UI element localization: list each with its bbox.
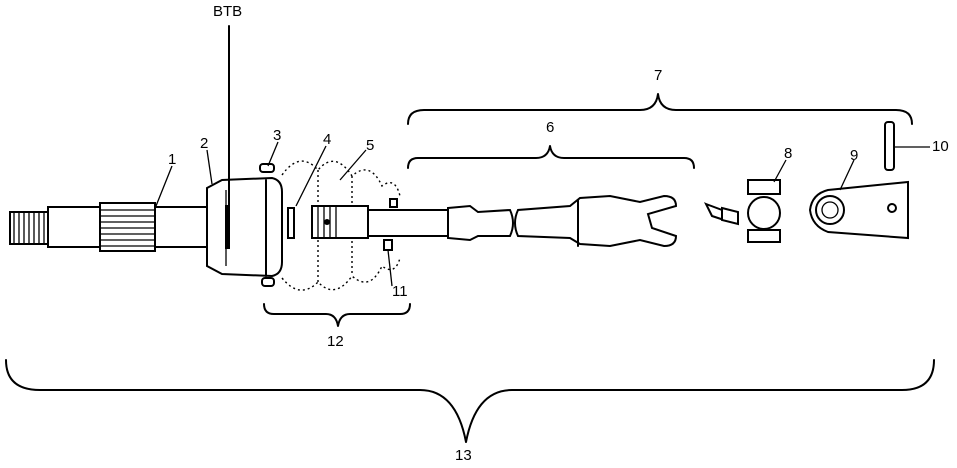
brace-6	[407, 145, 695, 169]
leader-lines	[155, 141, 930, 287]
part-2-cv-housing	[206, 176, 283, 278]
label-5: 5	[366, 137, 374, 154]
label-7: 7	[654, 67, 662, 84]
part-11-clamp	[383, 239, 393, 251]
label-1: 1	[168, 151, 176, 168]
label-9: 9	[850, 147, 858, 164]
label-4: 4	[323, 131, 331, 148]
label-6: 6	[546, 119, 554, 136]
part-3-clamp	[259, 163, 275, 287]
part-10-pin	[884, 121, 895, 171]
part-8-cross-bearing	[703, 179, 781, 243]
part-4-snap-ring	[287, 207, 295, 239]
label-10: 10	[932, 138, 949, 155]
brace-12	[263, 303, 411, 327]
label-8: 8	[784, 145, 792, 162]
label-12: 12	[327, 333, 344, 350]
part-9-yoke-plate	[808, 180, 909, 240]
label-3: 3	[273, 127, 281, 144]
part-labels: BTB 1 2 3 4 5 6 7 8 9 10 11 12 13	[168, 3, 949, 464]
part-1-splined-shaft	[9, 202, 208, 252]
brace-13	[5, 359, 935, 443]
brace-7	[407, 93, 913, 125]
part-6-shaft-yoke	[311, 194, 678, 251]
label-2: 2	[200, 135, 208, 152]
label-11: 11	[392, 283, 408, 300]
label-btb: BTB	[213, 3, 242, 20]
label-13: 13	[455, 447, 472, 463]
